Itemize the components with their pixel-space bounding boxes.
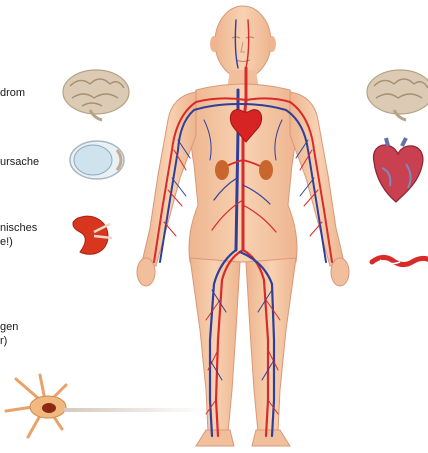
vessel-icon xyxy=(372,257,428,264)
brain-icon-right xyxy=(367,70,428,120)
eye-icon xyxy=(70,141,124,179)
brain-icon xyxy=(63,70,129,120)
axon-line xyxy=(64,408,204,412)
neuron-icon xyxy=(6,375,66,437)
heart-icon xyxy=(374,138,423,202)
kidney-icon xyxy=(73,216,112,254)
